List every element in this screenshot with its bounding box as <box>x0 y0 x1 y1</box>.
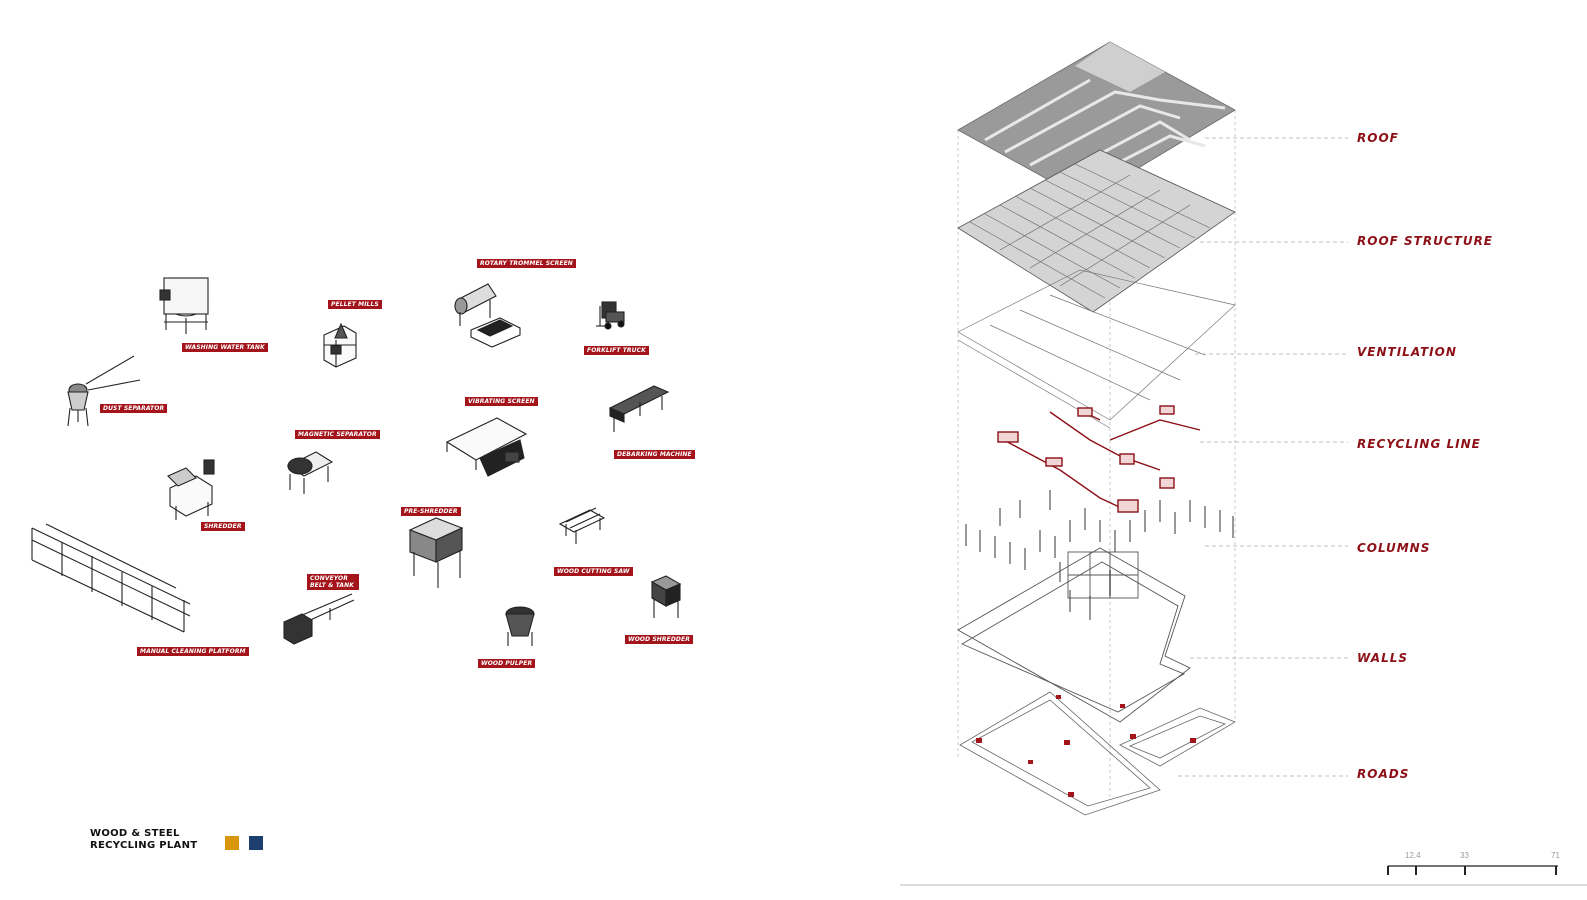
vibrating-screen-drawing <box>445 417 528 477</box>
label-conveyor-belt-tank: CONVEYOR BELT & TANK <box>307 574 359 590</box>
project-title: WOOD & STEEL RECYCLING PLANT <box>90 828 197 852</box>
scale-tick-3: 71 <box>1551 851 1560 860</box>
shredder-drawing <box>167 459 215 520</box>
label-washing-water-tank: WASHING WATER TANK <box>182 343 268 352</box>
project-title-line2: RECYCLING PLANT <box>90 840 198 851</box>
scale-tick-1: 12.4 <box>1405 851 1421 860</box>
label-shredder: SHREDDER <box>201 522 245 531</box>
layer-label-recycling-line: RECYCLING LINE <box>1357 437 1481 451</box>
wood-cutting-saw-drawing <box>558 507 606 544</box>
columns-layer <box>965 490 1234 620</box>
scale-bar <box>1387 865 1558 875</box>
label-debarking-machine: DEBARKING MACHINE <box>614 450 695 459</box>
roof-layer <box>957 41 1236 201</box>
label-vibrating-screen: VIBRATING SCREEN <box>465 397 538 406</box>
label-pellet-mills: PELLET MILLS <box>328 300 382 309</box>
wood-shredder-drawing <box>650 575 682 618</box>
conveyor-belt-tank-drawing <box>283 593 355 645</box>
scale-tick-2: 33 <box>1460 851 1469 860</box>
debarking-machine-drawing <box>608 385 670 432</box>
swatch-ochre <box>225 836 239 850</box>
magnetic-separator-drawing <box>286 451 334 494</box>
label-wood-cutting-saw: WOOD CUTTING SAW <box>554 567 633 576</box>
roads-layer <box>959 691 1236 816</box>
rotary-trommel-screen-drawing <box>454 283 521 348</box>
layer-label-roof: ROOF <box>1357 131 1399 145</box>
pellet-mills-drawing <box>323 322 357 368</box>
layer-label-roof-structure: ROOF STRUCTURE <box>1357 234 1494 248</box>
walls-layer <box>957 547 1191 723</box>
label-dust-separator: DUST SEPARATOR <box>100 404 168 413</box>
label-pre-shredder: PRE-SHREDDER <box>401 507 461 516</box>
layer-label-walls: WALLS <box>1357 651 1409 665</box>
roof-structure-layer <box>957 149 1236 313</box>
layer-label-ventilation: VENTILATION <box>1357 345 1457 359</box>
dust-separator-drawing <box>67 355 141 427</box>
label-magnetic-separator: MAGNETIC SEPARATOR <box>295 430 380 439</box>
label-manual-cleaning-platform: MANUAL CLEANING PLATFORM <box>137 647 249 656</box>
project-title-line1: WOOD & STEEL <box>90 828 180 839</box>
swatch-navy <box>249 836 263 850</box>
pre-shredder-drawing <box>408 517 464 588</box>
forklift-truck-drawing <box>596 301 625 330</box>
layer-label-columns: COLUMNS <box>1357 541 1431 555</box>
layer-label-roads: ROADS <box>1357 767 1410 781</box>
wood-pulper-drawing <box>505 606 535 646</box>
label-wood-shredder: WOOD SHREDDER <box>625 635 693 644</box>
label-forklift-truck: FORKLIFT TRUCK <box>584 346 649 355</box>
washing-water-tank-drawing <box>159 277 209 334</box>
label-rotary-trommel-screen: ROTARY TROMMEL SCREEN <box>477 259 576 268</box>
recycling-line-layer <box>997 405 1201 513</box>
label-wood-pulper: WOOD PULPER <box>478 659 536 668</box>
manual-cleaning-platform-drawing <box>31 523 191 633</box>
